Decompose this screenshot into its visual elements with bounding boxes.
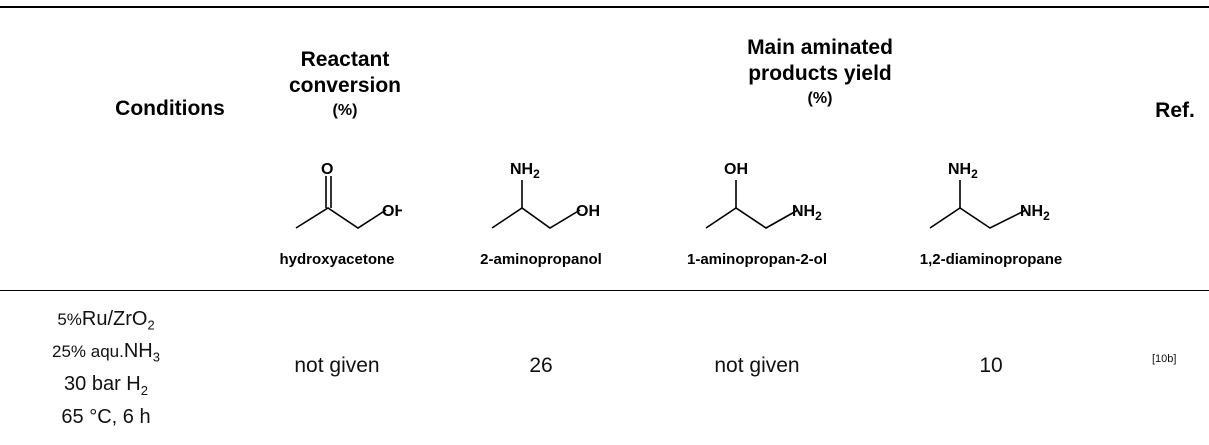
- svg-text:NH2: NH2: [948, 161, 978, 181]
- condition-ammonia: 25% aqu.NH3: [52, 340, 160, 365]
- molecule-name-1,2-diaminopropane: 1,2-diaminopropane: [919, 251, 1063, 268]
- condition-temp-time: 65 °C, 6 h: [61, 405, 151, 428]
- table-top-rule: [0, 6, 1209, 8]
- svg-text:OH: OH: [382, 203, 402, 220]
- cell-yield-1,2-diaminopropane: 10: [979, 354, 1003, 377]
- hydroxyacetone-structure-icon: O OH: [282, 154, 406, 239]
- cell-yield-1-aminopropan-2-ol: not given: [714, 354, 800, 377]
- 1,2-diaminopropane-structure-icon: NH2 NH2: [908, 154, 1078, 239]
- svg-text:OH: OH: [576, 203, 600, 220]
- header-reactant-conversion: Reactant conversion (%): [288, 48, 402, 119]
- cell-yield-2-aminopropanol: 26: [529, 354, 553, 377]
- header-ref: Ref.: [1155, 99, 1195, 122]
- svg-text:NH2: NH2: [792, 203, 822, 223]
- cell-conversion: not given: [294, 354, 380, 377]
- molecule-name-2-aminopropanol: 2-aminopropanol: [480, 251, 602, 268]
- molecule-name-hydroxyacetone: hydroxyacetone: [279, 251, 395, 268]
- header-main-products-yield: Main aminated products yield (%): [747, 36, 893, 107]
- header-conditions: Conditions: [115, 97, 225, 120]
- table-header-rule: [0, 290, 1209, 291]
- condition-pressure: 30 bar H2: [64, 372, 148, 398]
- svg-text:OH: OH: [724, 161, 748, 178]
- conditions-cell: 5%Ru/ZrO2 25% aqu.NH3 30 bar H2 65 °C, 6…: [26, 306, 186, 430]
- condition-catalyst: 5%Ru/ZrO2: [57, 308, 155, 333]
- 2-aminopropanol-structure-icon: NH2 OH: [470, 154, 610, 239]
- svg-text:NH2: NH2: [1020, 203, 1050, 223]
- svg-text:O: O: [321, 161, 333, 178]
- molecule-name-1-aminopropan-2-ol: 1-aminopropan-2-ol: [686, 251, 827, 268]
- 1-aminopropan-2-ol-structure-icon: OH NH2: [684, 154, 834, 239]
- svg-text:NH2: NH2: [510, 161, 540, 181]
- cell-ref: [10b]: [1152, 353, 1177, 365]
